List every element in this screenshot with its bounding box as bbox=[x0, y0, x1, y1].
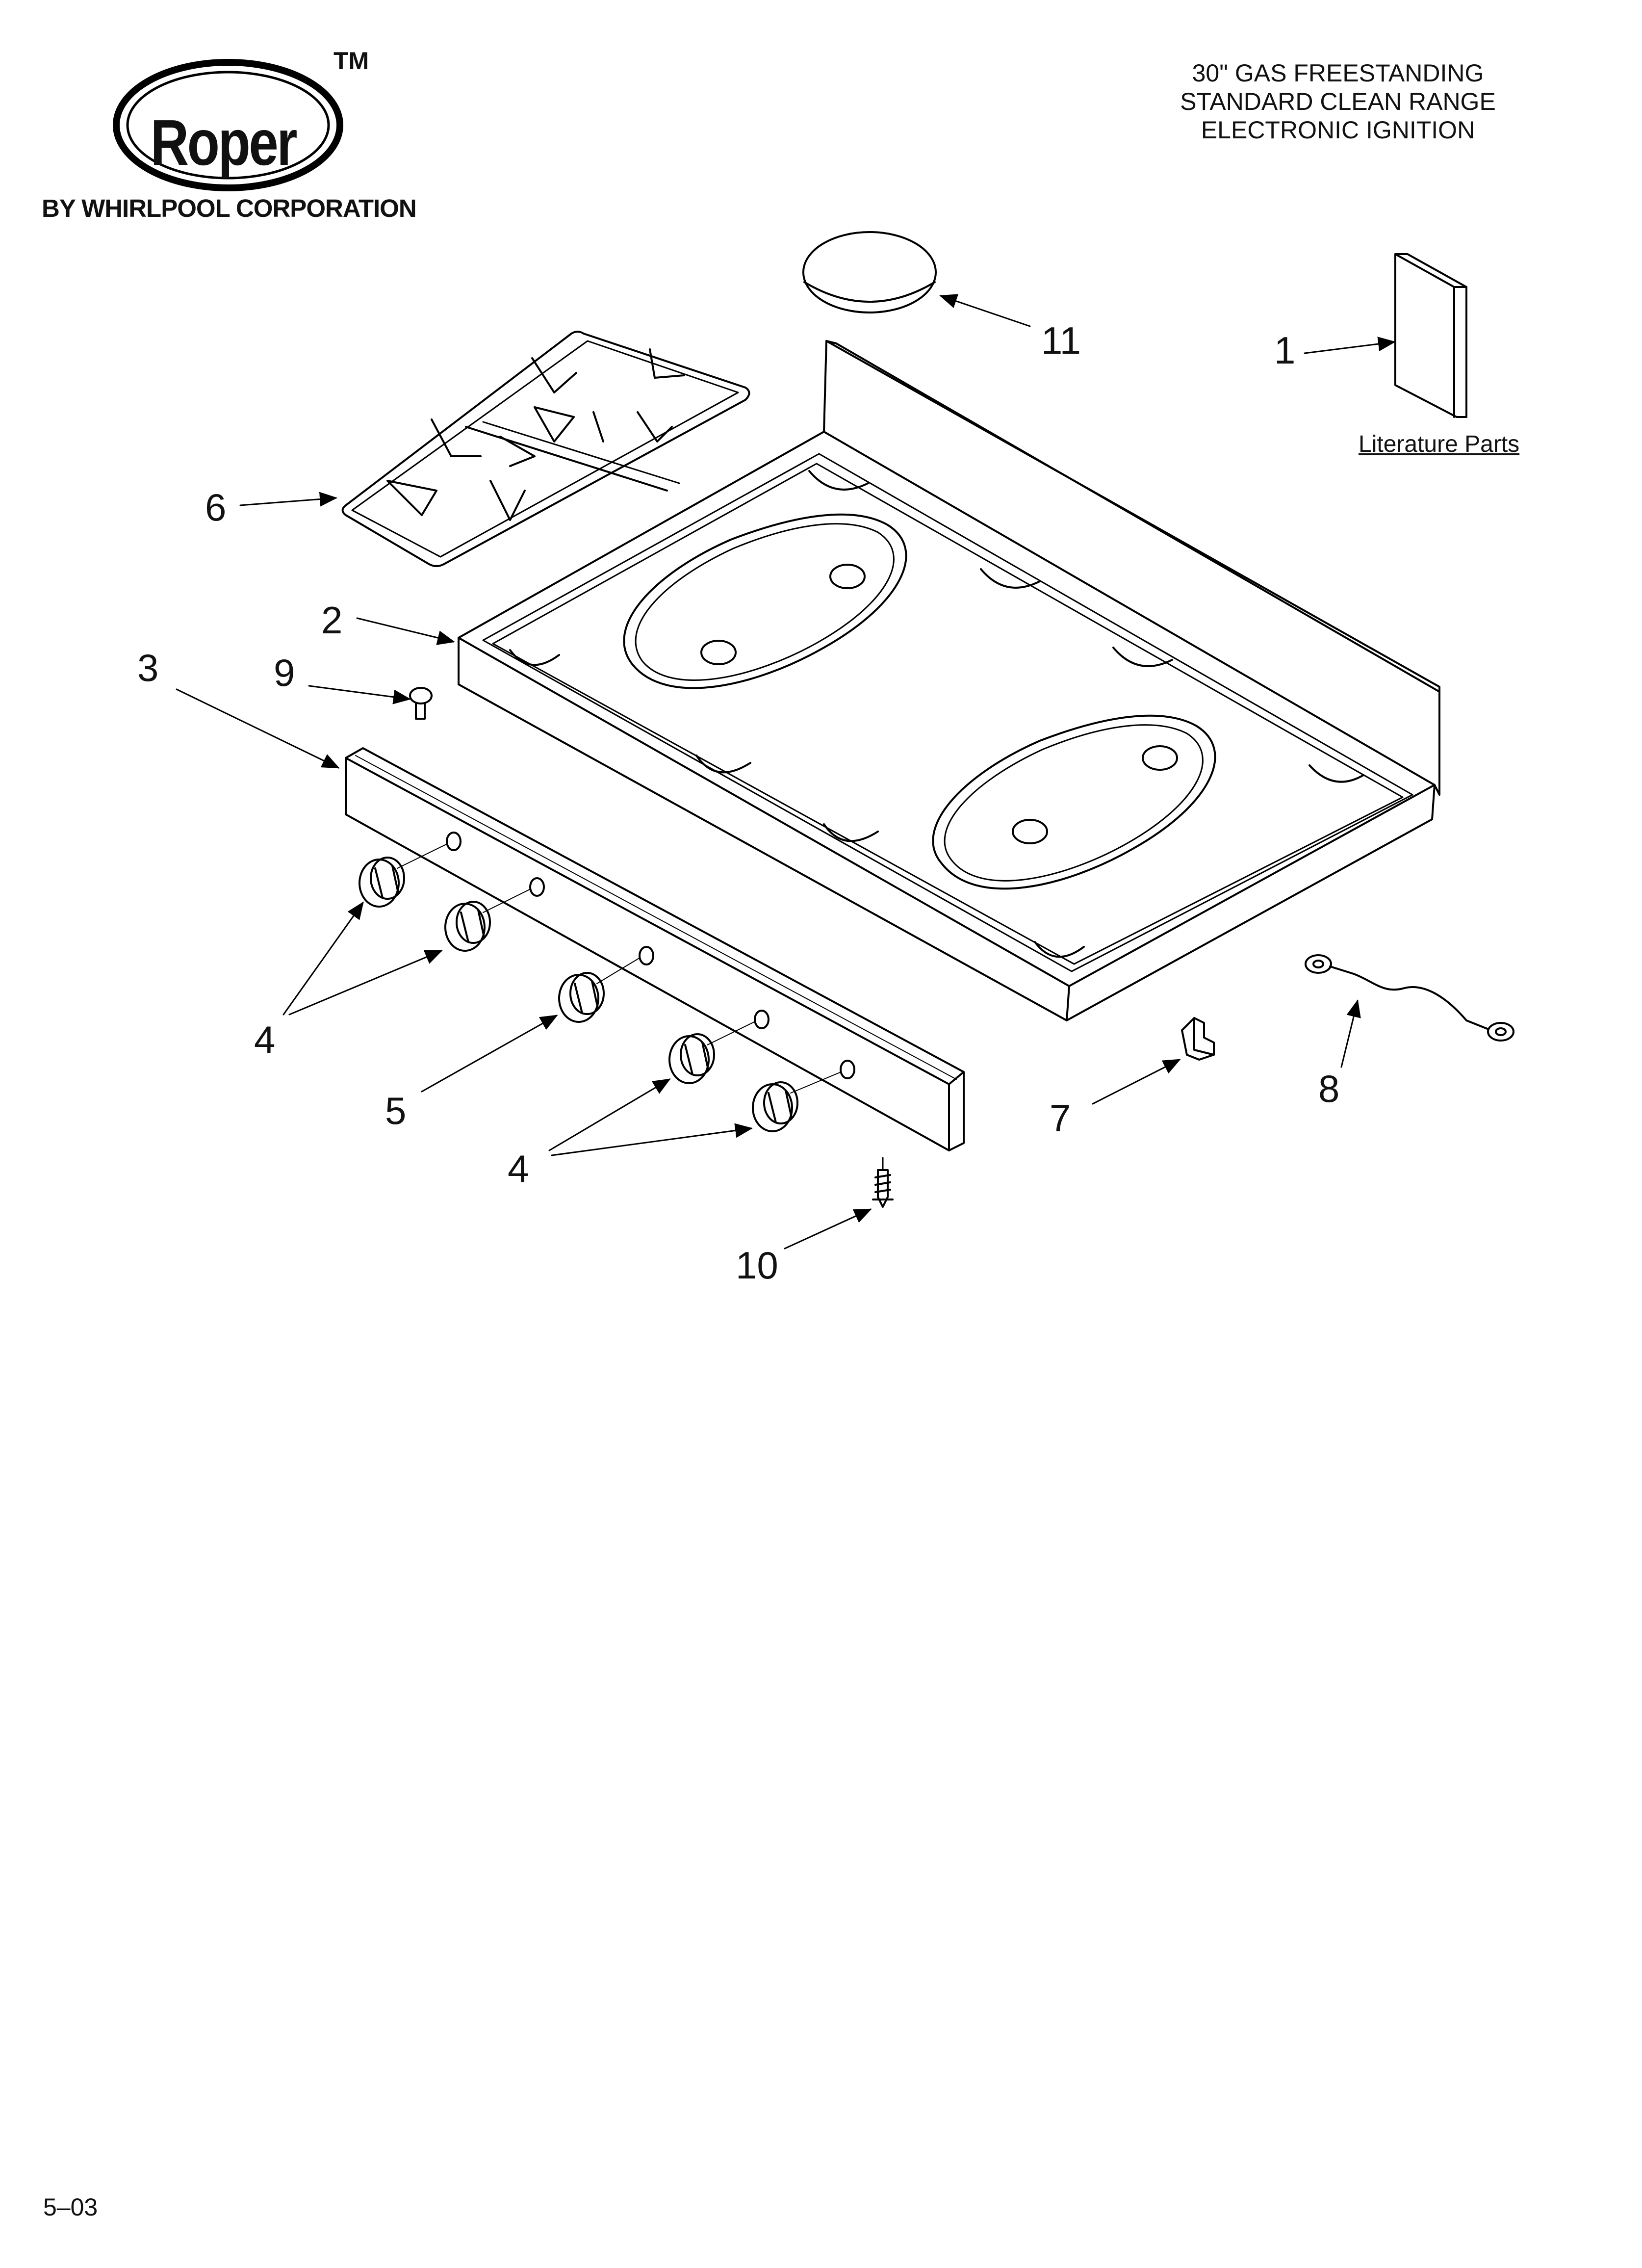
literature-parts-label: Literature Parts bbox=[1359, 431, 1520, 457]
callout-6: 6 bbox=[205, 486, 227, 529]
knob-2 bbox=[444, 901, 491, 952]
part-1-literature bbox=[1394, 253, 1467, 418]
diagram-title: 30" GAS FREESTANDING STANDARD CLEAN RANG… bbox=[1093, 59, 1583, 144]
roper-logo: Roper TM BY WHIRLPOOL CORPORATION bbox=[39, 47, 441, 233]
callout-3: 3 bbox=[137, 646, 159, 689]
callout-11: 11 bbox=[1041, 319, 1081, 362]
callout-7: 7 bbox=[1050, 1096, 1071, 1140]
callout-9: 9 bbox=[274, 651, 295, 694]
knob-3 bbox=[558, 972, 605, 1023]
part-10-screw bbox=[872, 1157, 894, 1208]
callout-1: 1 bbox=[1274, 329, 1296, 372]
part-9-stud bbox=[409, 687, 433, 720]
part-6-grate bbox=[341, 331, 750, 567]
part-7-clip bbox=[1181, 1017, 1215, 1061]
part-11-cap bbox=[802, 231, 937, 313]
part-2-cooktop bbox=[458, 340, 1440, 1021]
knob-alignment-lines bbox=[397, 843, 842, 1094]
logo-oval bbox=[113, 59, 343, 191]
logo-wordmark: Roper bbox=[150, 106, 298, 179]
part-3-control-panel bbox=[345, 747, 965, 1151]
part-8-ground-wire bbox=[1305, 954, 1514, 1042]
callout-2: 2 bbox=[321, 599, 343, 642]
knob-4 bbox=[668, 1033, 715, 1084]
leader-lines bbox=[176, 294, 1396, 1250]
title-line-3: ELECTRONIC IGNITION bbox=[1201, 116, 1475, 144]
exploded-parts-diagram bbox=[176, 231, 1514, 1250]
knob-5 bbox=[752, 1081, 798, 1132]
callout-4b: 4 bbox=[508, 1147, 529, 1190]
title-line-1: 30" GAS FREESTANDING bbox=[1192, 59, 1484, 87]
callout-8: 8 bbox=[1318, 1067, 1340, 1110]
footer-code: 5–03 bbox=[43, 2193, 98, 2221]
callout-4a: 4 bbox=[254, 1018, 276, 1061]
callout-10: 10 bbox=[736, 1244, 778, 1287]
callout-5: 5 bbox=[385, 1089, 407, 1132]
logo-subtitle: BY WHIRLPOOL CORPORATION bbox=[42, 194, 417, 222]
trademark-symbol: TM bbox=[334, 47, 369, 75]
knob-1 bbox=[359, 857, 405, 908]
title-line-2: STANDARD CLEAN RANGE bbox=[1180, 88, 1496, 115]
